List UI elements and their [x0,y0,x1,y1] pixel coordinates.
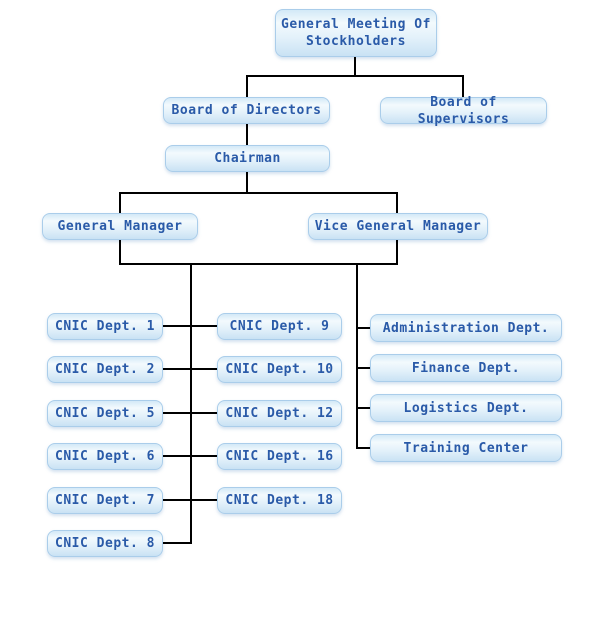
connector-support-trunk [356,263,358,449]
connector-tick-finance [356,367,370,369]
connector-row-dept1-dept9 [163,325,217,327]
node-cnic-dept-9: CNIC Dept. 9 [217,313,342,340]
connector-general-manager-down [119,240,121,265]
connector-row-dept5-dept12 [163,412,217,414]
node-cnic-dept-10: CNIC Dept. 10 [217,356,342,383]
node-finance-dept: Finance Dept. [370,354,562,382]
node-general-meeting-of-stockholders: General Meeting Of Stockholders [275,9,437,57]
connector-row-dept7-dept18 [163,499,217,501]
node-cnic-dept-12: CNIC Dept. 12 [217,400,342,427]
node-cnic-dept-2: CNIC Dept. 2 [47,356,163,383]
node-cnic-dept-16: CNIC Dept. 16 [217,443,342,470]
connector-row-dept6-dept16 [163,455,217,457]
connector-chairman-stem [246,172,248,194]
connector-general-manager-drop [119,192,121,213]
connector-vice-general-manager-drop [396,192,398,213]
node-training-center: Training Center [370,434,562,462]
connector-supervisors-drop [462,75,464,97]
connector-top-bar [246,75,464,77]
node-cnic-dept-1: CNIC Dept. 1 [47,313,163,340]
connector-vice-general-manager-down [396,240,398,265]
connector-tick-logistics [356,407,370,409]
node-board-of-supervisors: Board of Supervisors [380,95,547,127]
connector-lower-bar [119,263,398,265]
node-chairman: Chairman [165,145,330,172]
node-administration-dept: Administration Dept. [370,314,562,342]
connector-cnic-trunk [190,263,192,544]
connector-top-stem [354,57,356,77]
node-board-of-directors: Board of Directors [163,97,330,124]
connector-manager-bar [119,192,398,194]
connector-directors-chairman [246,124,248,145]
node-general-manager: General Manager [42,213,198,240]
connector-tick-training [356,447,370,449]
node-cnic-dept-8: CNIC Dept. 8 [47,530,163,557]
node-cnic-dept-7: CNIC Dept. 7 [47,487,163,514]
node-vice-general-manager: Vice General Manager [308,213,488,240]
node-logistics-dept: Logistics Dept. [370,394,562,422]
connector-row-dept2-dept10 [163,368,217,370]
node-cnic-dept-5: CNIC Dept. 5 [47,400,163,427]
node-cnic-dept-6: CNIC Dept. 6 [47,443,163,470]
connector-tick-administration [356,327,370,329]
node-cnic-dept-18: CNIC Dept. 18 [217,487,342,514]
connector-directors-drop [246,75,248,97]
connector-row-dept8 [163,542,192,544]
